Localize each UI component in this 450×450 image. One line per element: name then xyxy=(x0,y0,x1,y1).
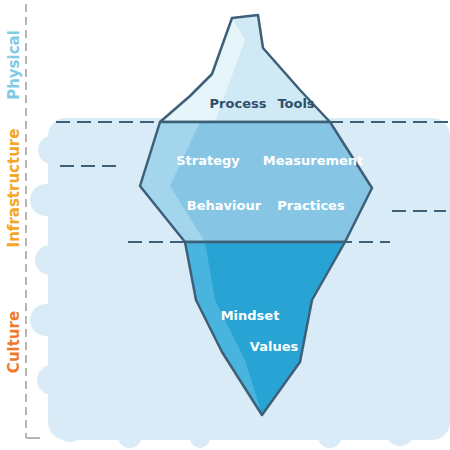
layer-term: Tools xyxy=(277,96,314,111)
iceberg-fill xyxy=(185,242,345,415)
layer-term: Measurement xyxy=(263,153,364,168)
layer-term: Process xyxy=(210,96,267,111)
level-label: Infrastructure xyxy=(5,129,23,248)
layer-term: Values xyxy=(250,339,298,354)
sea-water xyxy=(30,118,450,448)
iceberg-outline xyxy=(140,122,372,242)
iceberg-shape xyxy=(170,238,355,420)
iceberg-highlight xyxy=(185,242,262,415)
iceberg-outline xyxy=(160,15,330,122)
level-label: Physical xyxy=(5,30,23,100)
wave-dash xyxy=(392,210,446,212)
bracket-end xyxy=(26,437,40,439)
layer-term: Strategy xyxy=(176,153,240,168)
iceberg-fill xyxy=(140,122,372,242)
level-label: Culture xyxy=(5,311,23,373)
side-bracket xyxy=(25,4,27,438)
iceberg-layer: MindsetValues xyxy=(170,238,355,420)
iceberg-layer: Process Tools xyxy=(150,10,340,126)
wave-dash xyxy=(60,165,118,167)
iceberg-outline xyxy=(185,242,345,415)
layer-term: Behaviour xyxy=(187,198,261,213)
iceberg-highlight xyxy=(140,122,205,242)
iceberg-fill xyxy=(160,15,330,122)
layer-term: Practices xyxy=(277,198,344,213)
iceberg-layer: Strategy MeasurementBehaviour Practices xyxy=(130,118,380,246)
layer-term: Mindset xyxy=(221,308,280,323)
iceberg-shape xyxy=(130,118,380,246)
